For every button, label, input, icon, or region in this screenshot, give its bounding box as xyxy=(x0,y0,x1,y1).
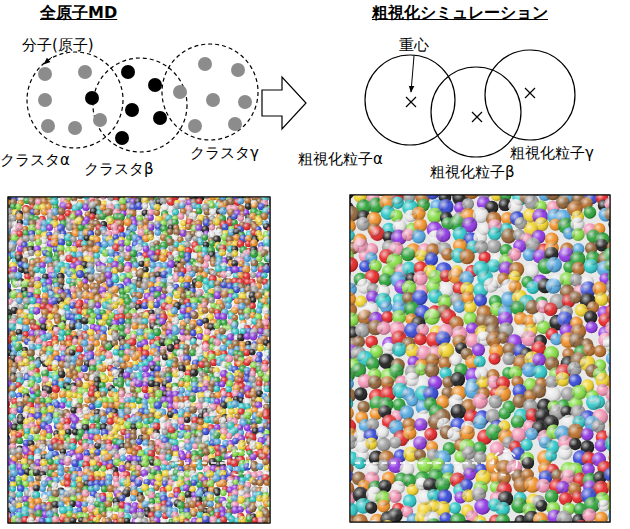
cluster-sketch xyxy=(27,44,258,152)
cg-snapshot xyxy=(350,195,610,522)
centroid-label: 重心 xyxy=(399,36,429,54)
cluster-label: クラスタγ xyxy=(190,144,259,162)
section-heading: 粗視化シミュレーション xyxy=(372,3,548,22)
tracer-path xyxy=(175,451,517,475)
section-heading: 全原子MD xyxy=(40,3,117,22)
molecule-label: 分子(原子) xyxy=(22,36,94,54)
particle-label: 粗視化粒子β xyxy=(430,163,515,181)
particle-label: 粗視化粒子α xyxy=(298,150,383,168)
cluster-label: クラスタα xyxy=(0,151,70,169)
particle-label: 粗視化粒子γ xyxy=(510,144,594,162)
md-snapshot xyxy=(8,197,270,523)
block-arrow xyxy=(262,77,306,129)
cluster-label: クラスタβ xyxy=(84,160,154,178)
coarse-sketch xyxy=(365,50,575,157)
